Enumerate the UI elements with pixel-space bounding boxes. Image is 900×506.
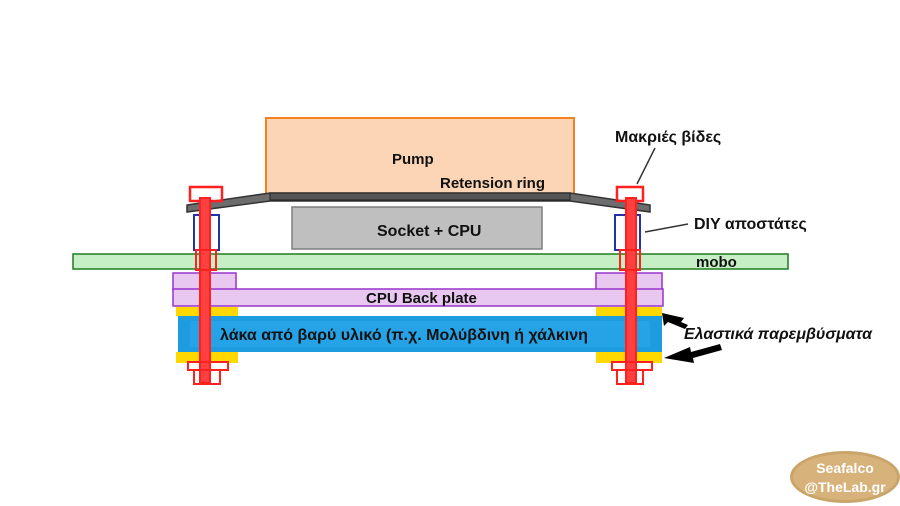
leader-long-screws <box>636 147 656 185</box>
screw-left <box>187 185 229 385</box>
arrow-gasket-top <box>662 313 688 329</box>
watermark-badge: Seafalco @TheLab.gr <box>790 451 900 503</box>
arrow-gasket-bottom <box>664 344 722 363</box>
diy-spacers-label: DIY αποστάτες <box>694 216 807 233</box>
pump-label: Pump <box>392 151 434 168</box>
leader-diy-spacers <box>644 223 689 233</box>
elastic-gaskets-label: Ελαστικά παρεμβύσματα <box>684 326 873 343</box>
socket-cpu-label: Socket + CPU <box>377 223 481 240</box>
screw-right <box>611 185 653 385</box>
watermark-line1: Seafalco <box>816 460 874 476</box>
pump-block <box>265 117 575 201</box>
watermark-line2: @TheLab.gr <box>804 479 886 495</box>
back-plate-label: CPU Back plate <box>366 290 477 307</box>
back-plate <box>172 288 664 307</box>
heavy-plate-inner <box>190 321 650 347</box>
socket-cpu-block <box>291 206 543 250</box>
heavy-plate-label: λάκα από βαρύ υλικό (π.χ. Μολύβδινη ή χά… <box>220 327 588 344</box>
mobo-label: mobo <box>696 254 737 271</box>
long-screws-label: Μακριές βίδες <box>615 129 721 146</box>
retension-ring-label: Retension ring <box>440 175 545 192</box>
mobo-board <box>72 253 789 270</box>
retention-ring-flat <box>269 192 571 201</box>
